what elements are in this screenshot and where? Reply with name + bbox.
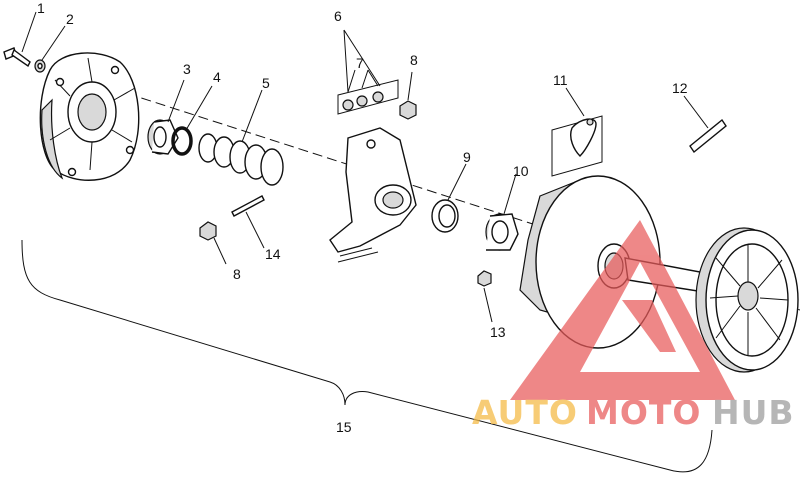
watermark-text-moto: MOTO	[586, 393, 701, 432]
part-2-washer	[34, 59, 46, 73]
callout-10: 10	[513, 163, 529, 179]
part-14-pin	[231, 195, 265, 217]
callout-11: 11	[553, 72, 568, 88]
callout-1: 1	[37, 0, 45, 16]
part-12-shaft-bolt	[689, 118, 727, 154]
part-7-washers	[337, 79, 399, 115]
watermark-inner-stroke	[622, 300, 676, 352]
part-10-bushing	[485, 213, 519, 251]
callout-5: 5	[262, 75, 270, 91]
part-5-spring	[198, 133, 284, 186]
callout-12: 12	[672, 80, 688, 96]
callout-6: 6	[334, 8, 342, 24]
part-8-nut-lower	[199, 221, 217, 241]
callout-7: 7	[356, 55, 364, 71]
part-cover-plate	[39, 52, 140, 181]
callout-15: 15	[336, 419, 352, 435]
callout-8-upper: 8	[410, 52, 418, 68]
part-8-nut-upper	[399, 100, 417, 120]
assembly-bracket	[21, 239, 713, 473]
leader-lines	[21, 11, 709, 323]
watermark-text-hub: HUB	[712, 393, 795, 432]
part-13-nut	[477, 270, 492, 287]
part-9-ring	[431, 199, 459, 233]
watermark-triangle-icon	[510, 220, 735, 400]
part-1-bolt	[3, 47, 31, 68]
callout-14: 14	[265, 246, 281, 262]
callout-9: 9	[463, 149, 471, 165]
callout-3: 3	[183, 61, 191, 77]
part-fixed-sheave	[695, 227, 799, 373]
part-4-o-ring	[171, 126, 193, 156]
callout-8-lower: 8	[233, 266, 241, 282]
callout-13: 13	[490, 324, 506, 340]
callout-2: 2	[66, 11, 74, 27]
watermark-text-auto: AUTO	[472, 393, 578, 432]
callout-4: 4	[213, 69, 221, 85]
part-spider-arm	[329, 127, 417, 263]
watermark-logo: AUTO MOTO HUB	[472, 220, 795, 432]
part-11-clip	[551, 115, 603, 177]
